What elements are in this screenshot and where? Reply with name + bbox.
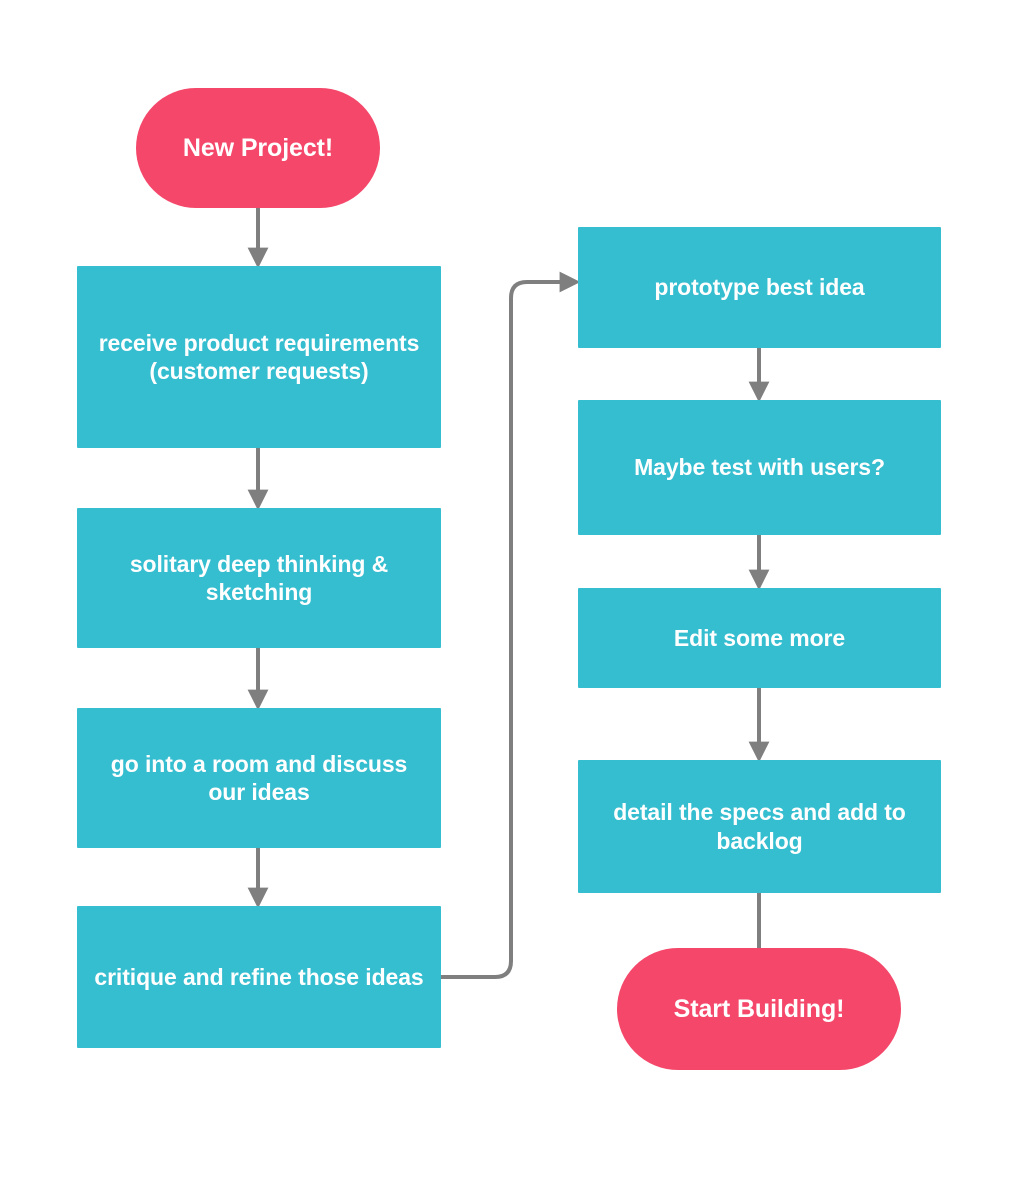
node-start-building[interactable]: Start Building! <box>617 948 901 1070</box>
node-prototype-best-idea[interactable]: prototype best idea <box>578 227 941 348</box>
connector-critique-refine-to-prototype-best-idea <box>441 271 581 979</box>
node-deep-thinking[interactable]: solitary deep thinking & sketching <box>77 508 441 648</box>
node-edit-some-more-label: Edit some more <box>673 624 846 651</box>
node-test-with-users[interactable]: Maybe test with users? <box>578 400 941 535</box>
node-discuss-ideas[interactable]: go into a room and discuss our ideas <box>77 708 441 848</box>
node-new-project[interactable]: New Project! <box>136 88 380 208</box>
node-detail-specs[interactable]: detail the specs and add to backlog <box>578 760 941 893</box>
node-critique-refine[interactable]: critique and refine those ideas <box>77 906 441 1048</box>
node-critique-refine-label: critique and refine those ideas <box>94 963 424 990</box>
node-receive-requirements-label: receive product requirements (customer r… <box>98 329 420 384</box>
node-test-with-users-label: Maybe test with users? <box>634 454 885 481</box>
node-receive-requirements[interactable]: receive product requirements (customer r… <box>77 266 441 448</box>
node-deep-thinking-label: solitary deep thinking & sketching <box>129 550 389 605</box>
node-detail-specs-label: detail the specs and add to backlog <box>613 799 906 854</box>
node-discuss-ideas-label: go into a room and discuss our ideas <box>110 750 408 805</box>
node-prototype-best-idea-label: prototype best idea <box>654 274 865 301</box>
node-start-building-label: Start Building! <box>673 994 845 1023</box>
node-new-project-label: New Project! <box>182 133 334 162</box>
node-edit-some-more[interactable]: Edit some more <box>578 588 941 688</box>
